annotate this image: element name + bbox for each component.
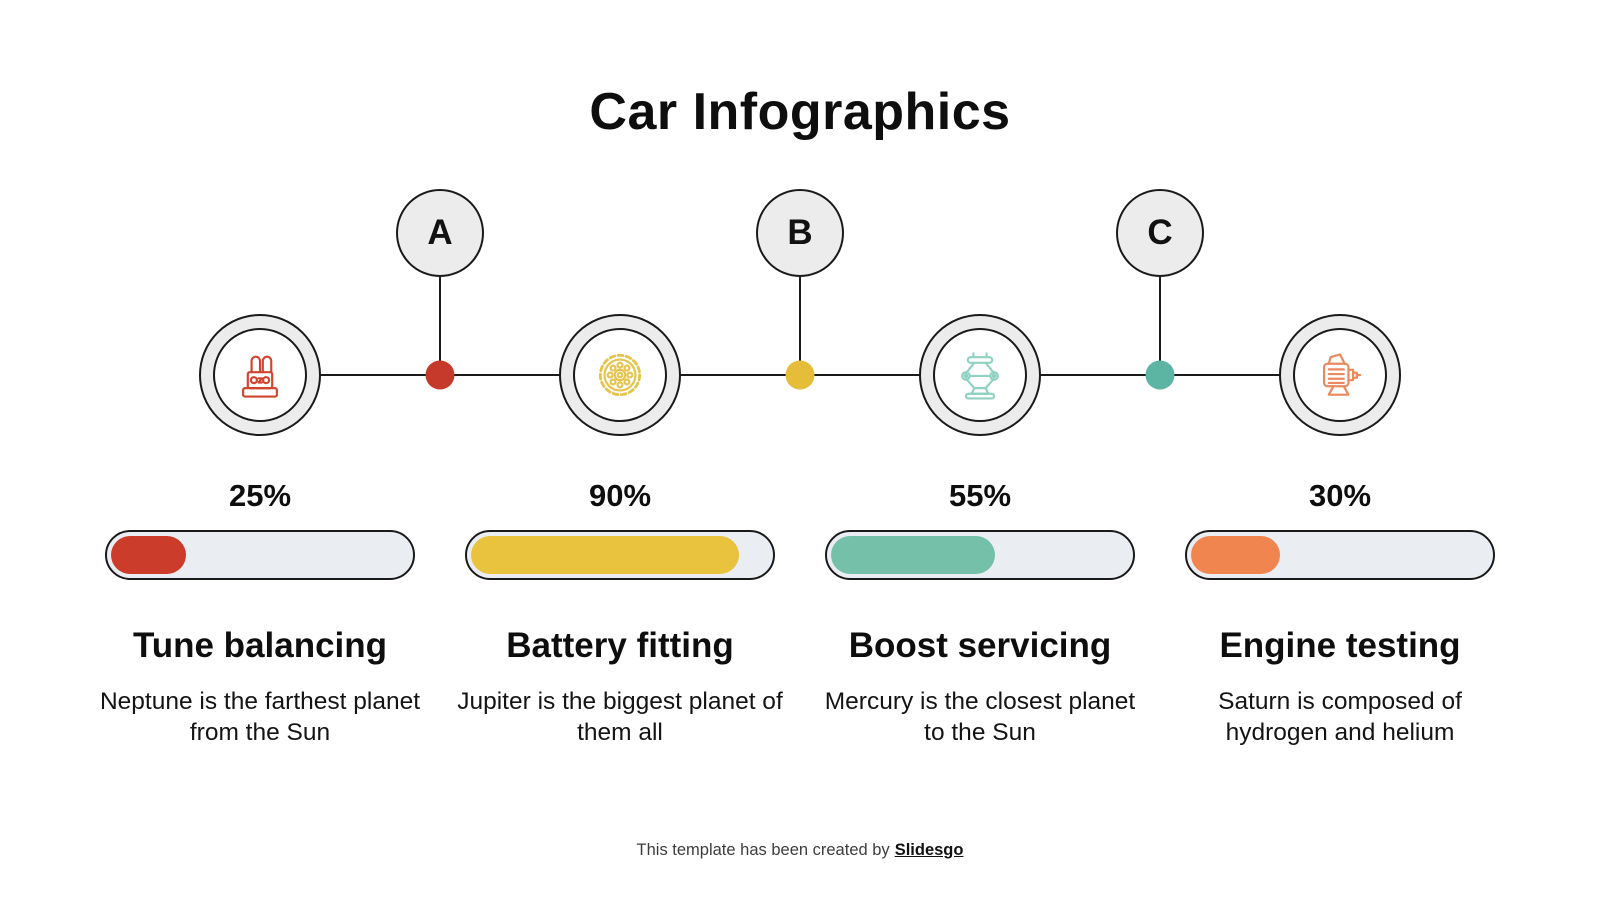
- timeline-node-boost-servicing: [919, 314, 1041, 436]
- progress-bar-track: [465, 530, 775, 580]
- wheel-icon: [590, 345, 650, 405]
- column-battery-fitting: 90% Battery fitting Jupiter is the bigge…: [440, 478, 800, 749]
- marker-c: C: [1116, 189, 1204, 277]
- marker-stem: [799, 277, 801, 375]
- node-inner-circle: [933, 328, 1027, 422]
- marker-stem: [439, 277, 441, 375]
- marker-c-label: C: [1147, 213, 1173, 252]
- percent-label: 25%: [228, 478, 292, 513]
- marker-b: B: [756, 189, 844, 277]
- timeline-dot-teal: [1145, 360, 1175, 390]
- column-engine-testing: 30% Engine testing Saturn is composed of…: [1160, 478, 1520, 749]
- progress-bar-track: [1185, 530, 1495, 580]
- column-title: Tune balancing: [132, 626, 388, 665]
- column-description: Saturn is composed of hydrogen and heliu…: [1218, 688, 1462, 747]
- marker-b-label: B: [787, 213, 813, 252]
- progress-bar-fill: [111, 536, 186, 574]
- progress-bar-fill: [471, 536, 740, 574]
- stats-columns: 25% Tune balancing Neptune is the farthe…: [80, 478, 1520, 749]
- column-title: Boost servicing: [848, 626, 1112, 665]
- progress-bar-fill: [831, 536, 995, 574]
- progress-bar-track: [825, 530, 1135, 580]
- marker-a-label: A: [427, 213, 453, 252]
- node-inner-circle: [1293, 328, 1387, 422]
- car-fuse-icon: [230, 345, 290, 405]
- timeline-node-engine-testing: [1279, 314, 1401, 436]
- node-inner-circle: [573, 328, 667, 422]
- timeline-node-battery-fitting: [559, 314, 681, 436]
- marker-stem: [1159, 277, 1161, 375]
- column-boost-servicing: 55% Boost servicing Mercury is the close…: [800, 478, 1160, 749]
- timeline-node-tune-balancing: [199, 314, 321, 436]
- percent-label: 55%: [948, 478, 1012, 513]
- car-jack-icon: [950, 345, 1010, 405]
- marker-a: A: [396, 189, 484, 277]
- column-description: Neptune is the farthest planet from the …: [99, 688, 421, 747]
- footer-text: This template has been created by: [636, 841, 890, 859]
- column-tune-balancing: 25% Tune balancing Neptune is the farthe…: [80, 478, 440, 749]
- column-description: Jupiter is the biggest planet of them al…: [457, 688, 783, 747]
- progress-bar-track: [105, 530, 415, 580]
- timeline-dot-red: [425, 360, 455, 390]
- timeline-dot-yellow: [785, 360, 815, 390]
- engine-icon: [1310, 345, 1370, 405]
- column-description: Mercury is the closest planet to the Sun: [824, 688, 1136, 747]
- slidesgo-link[interactable]: Slidesgo: [894, 841, 964, 859]
- page-title: Car Infographics: [589, 83, 1011, 141]
- progress-bar-fill: [1191, 536, 1281, 574]
- column-title: Engine testing: [1219, 626, 1461, 665]
- node-inner-circle: [213, 328, 307, 422]
- percent-label: 30%: [1308, 478, 1372, 513]
- column-title: Battery fitting: [506, 626, 734, 665]
- percent-label: 90%: [588, 478, 652, 513]
